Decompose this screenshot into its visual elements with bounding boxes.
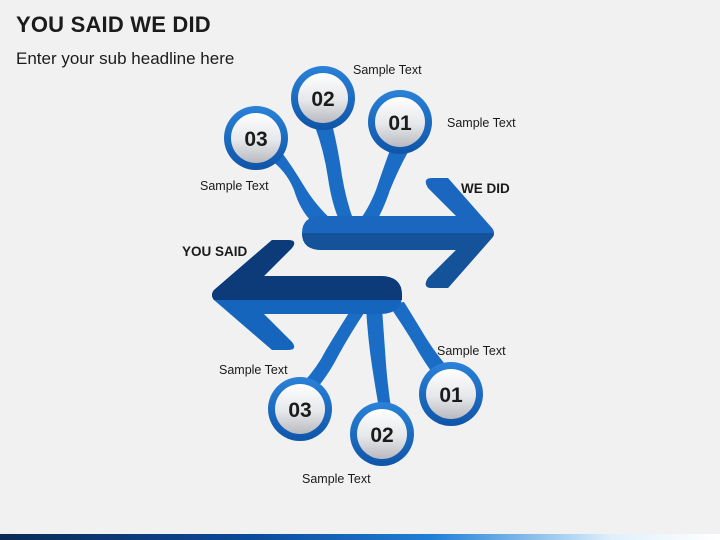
circle-you-said-02[interactable] <box>350 402 414 466</box>
slide-subtitle: Enter your sub headline here <box>16 49 235 68</box>
you-said-number-01: 01 <box>439 384 463 407</box>
slide-title: YOU SAID WE DID <box>16 12 211 37</box>
we-did-text-02: Sample Text <box>353 63 422 77</box>
we-did-number-03: 03 <box>244 128 267 151</box>
you-said-group <box>212 240 450 414</box>
we-did-group <box>268 124 494 288</box>
we-did-number-02: 02 <box>311 88 334 111</box>
you-said-text-02: Sample Text <box>302 472 371 486</box>
we-did-stem-01 <box>358 150 408 222</box>
circle-you-said-01[interactable] <box>419 362 483 426</box>
we-did-number-01: 01 <box>388 112 412 135</box>
circle-we-did-03[interactable] <box>224 106 288 170</box>
you-said-stem-03 <box>298 308 366 394</box>
you-said-stem-02 <box>366 308 392 414</box>
circle-we-did-01[interactable] <box>368 90 432 154</box>
we-did-arrow-shade <box>302 233 494 288</box>
you-said-stem-01 <box>388 302 450 378</box>
you-said-number-03: 03 <box>288 399 311 422</box>
we-did-stem-02 <box>314 124 354 222</box>
you-said-number-02: 02 <box>370 424 393 447</box>
we-did-label: WE DID <box>461 181 510 196</box>
we-did-stem-03 <box>268 150 334 222</box>
circle-you-said-03[interactable] <box>268 377 332 441</box>
circle-we-did-02[interactable] <box>291 66 355 130</box>
you-said-text-03: Sample Text <box>219 363 288 377</box>
we-did-text-03: Sample Text <box>200 179 269 193</box>
you-said-label: YOU SAID <box>182 244 248 259</box>
footer-bar <box>0 534 720 540</box>
you-said-text-01: Sample Text <box>437 344 506 358</box>
you-said-arrow-shade <box>212 240 402 300</box>
we-did-text-01: Sample Text <box>447 116 516 130</box>
